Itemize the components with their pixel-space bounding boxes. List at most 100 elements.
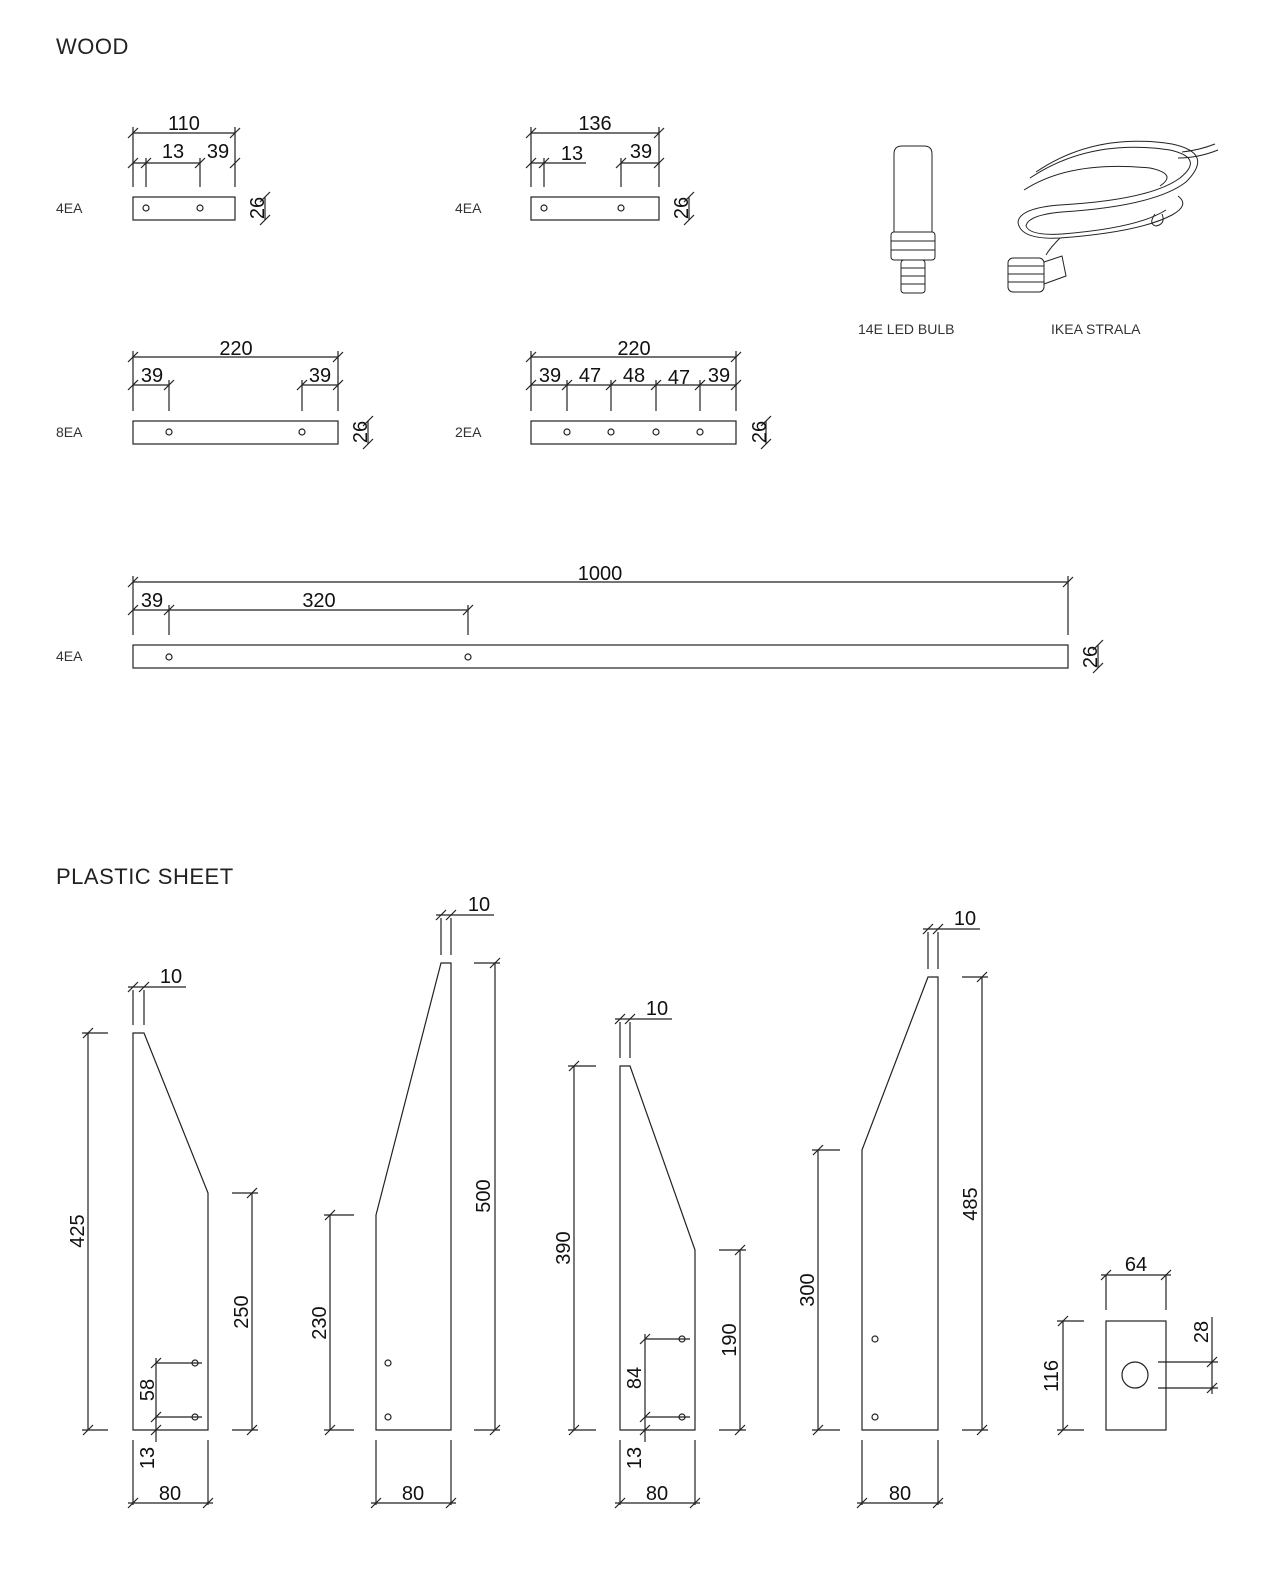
plastic-part-1-dimensions <box>82 981 258 1509</box>
drill-hole <box>298 428 306 436</box>
plastic-part-1-outline <box>132 1032 209 1431</box>
plastic-part-5-outline <box>1105 1320 1167 1431</box>
plastic-part-2-outline <box>375 962 452 1431</box>
wood-part-2-dim-label: 13 <box>561 143 583 165</box>
wood-part-4-qty: 2EA <box>455 424 482 440</box>
plastic-part-1-side-label: 250 <box>231 1295 253 1328</box>
plastic-part-3-hole-spacing-label: 84 <box>624 1367 646 1389</box>
plastic-part-1-width-label: 80 <box>159 1483 181 1505</box>
wood-part-5-thickness-label: 26 <box>1080 646 1102 668</box>
wood-part-5-dimensions <box>127 576 1104 674</box>
wood-part-2-qty: 4EA <box>455 200 482 216</box>
plastic-part-5-height-label: 116 <box>1041 1360 1063 1392</box>
wood-part-4-dim-label: 39 <box>539 365 561 387</box>
wood-part-3 <box>127 351 374 450</box>
wood-part-4-overall-label: 220 <box>617 338 650 360</box>
wood-part-3-outline <box>132 420 339 445</box>
plastic-part-4-top-label: 10 <box>954 908 976 930</box>
plastic-part-2-top-label: 10 <box>468 894 490 916</box>
wood-part-2-overall-label: 136 <box>578 113 611 135</box>
plastic-section-title: PLASTIC SHEET <box>56 864 234 889</box>
wood-part-5-dim-label: 320 <box>302 590 335 612</box>
wood-part-5-outline <box>132 644 1069 669</box>
plastic-part-3-width-label: 80 <box>646 1483 668 1505</box>
plastic-part-4-width-label: 80 <box>889 1483 911 1505</box>
plastic-part-3 <box>568 1013 746 1509</box>
drill-hole <box>563 428 571 436</box>
plastic-part-2-width-label: 80 <box>402 1483 424 1505</box>
wood-part-1-outline <box>132 196 236 221</box>
wood-part-4-dim-label: 39 <box>708 365 730 387</box>
plastic-part-3-height-label: 390 <box>553 1231 575 1264</box>
plastic-part-4 <box>812 923 988 1509</box>
ikea-strala-caption: IKEA STRALA <box>1051 321 1141 337</box>
wood-part-4-thickness-label: 26 <box>749 421 771 443</box>
wood-part-1 <box>127 127 271 226</box>
wood-part-3-dim-label: 39 <box>309 365 331 387</box>
drill-hole <box>196 204 204 212</box>
plastic-part-3-outline <box>619 1065 696 1431</box>
wood-part-1-thickness-label: 26 <box>247 197 269 219</box>
wood-part-2 <box>525 127 695 226</box>
wood-section-title: WOOD <box>56 34 129 59</box>
plastic-part-1-top-label: 10 <box>160 966 182 988</box>
wood-part-4 <box>525 351 772 450</box>
plastic-part-2-height-label: 500 <box>473 1179 495 1212</box>
wood-part-4-dim-label: 48 <box>623 365 645 387</box>
wood-part-4-outline <box>530 420 737 445</box>
led-bulb-caption: 14E LED BULB <box>858 321 955 337</box>
drill-hole <box>142 204 150 212</box>
wood-part-2-dimensions <box>525 127 695 226</box>
drill-hole <box>165 653 173 661</box>
wood-part-4-dim-label: 47 <box>579 365 601 387</box>
plastic-part-2 <box>324 909 501 1509</box>
drill-hole <box>696 428 704 436</box>
wood-part-5-dim-label: 39 <box>141 590 163 612</box>
drill-hole <box>607 428 615 436</box>
drill-hole <box>871 1335 879 1343</box>
wood-part-1-dim-label: 39 <box>207 141 229 163</box>
plastic-part-4-dimensions <box>812 923 988 1509</box>
cable-hole <box>1121 1361 1149 1389</box>
plastic-part-4-side-label: 300 <box>797 1273 819 1306</box>
plastic-part-3-edge-label: 13 <box>624 1447 646 1469</box>
drill-hole <box>617 204 625 212</box>
wood-part-3-thickness-label: 26 <box>350 421 372 443</box>
wood-part-5-overall-label: 1000 <box>578 563 623 585</box>
plastic-part-3-dimensions <box>568 1013 746 1509</box>
drill-hole <box>464 653 472 661</box>
drill-hole <box>384 1413 392 1421</box>
plastic-part-2-dimensions <box>324 909 501 1509</box>
plastic-part-2-side-label: 230 <box>309 1306 331 1339</box>
plastic-part-4-outline <box>861 976 939 1431</box>
wood-part-3-dim-label: 39 <box>141 365 163 387</box>
plastic-part-1-edge-label: 13 <box>137 1447 159 1469</box>
cord-set-icon <box>1007 140 1219 293</box>
wood-part-3-dimensions <box>127 351 374 450</box>
wood-part-1-overall-label: 110 <box>168 113 200 135</box>
wood-part-3-qty: 8EA <box>56 424 83 440</box>
plastic-part-5-hole-label: 28 <box>1191 1321 1213 1343</box>
wood-part-1-dimensions <box>127 127 271 226</box>
drill-hole <box>871 1413 879 1421</box>
plastic-part-1-height-label: 425 <box>67 1214 89 1247</box>
plastic-part-5-dimensions <box>1057 1269 1218 1436</box>
wood-part-5 <box>127 576 1104 674</box>
plastic-part-1 <box>82 981 258 1509</box>
plastic-part-5 <box>1057 1269 1218 1436</box>
wood-part-4-dim-label: 47 <box>668 367 690 389</box>
plastic-part-4-height-label: 485 <box>960 1187 982 1220</box>
plastic-part-3-side-label: 190 <box>719 1323 741 1356</box>
plastic-part-1-hole-spacing-label: 58 <box>137 1379 159 1401</box>
wood-part-4-dimensions <box>525 351 772 450</box>
drill-hole <box>652 428 660 436</box>
wood-part-1-qty: 4EA <box>56 200 83 216</box>
wood-part-2-dim-label: 39 <box>630 141 652 163</box>
wood-part-5-qty: 4EA <box>56 648 83 664</box>
wood-part-2-thickness-label: 26 <box>671 197 693 219</box>
drill-hole <box>384 1359 392 1367</box>
wood-part-3-overall-label: 220 <box>219 338 252 360</box>
drill-hole <box>540 204 548 212</box>
plastic-part-3-top-label: 10 <box>646 998 668 1020</box>
